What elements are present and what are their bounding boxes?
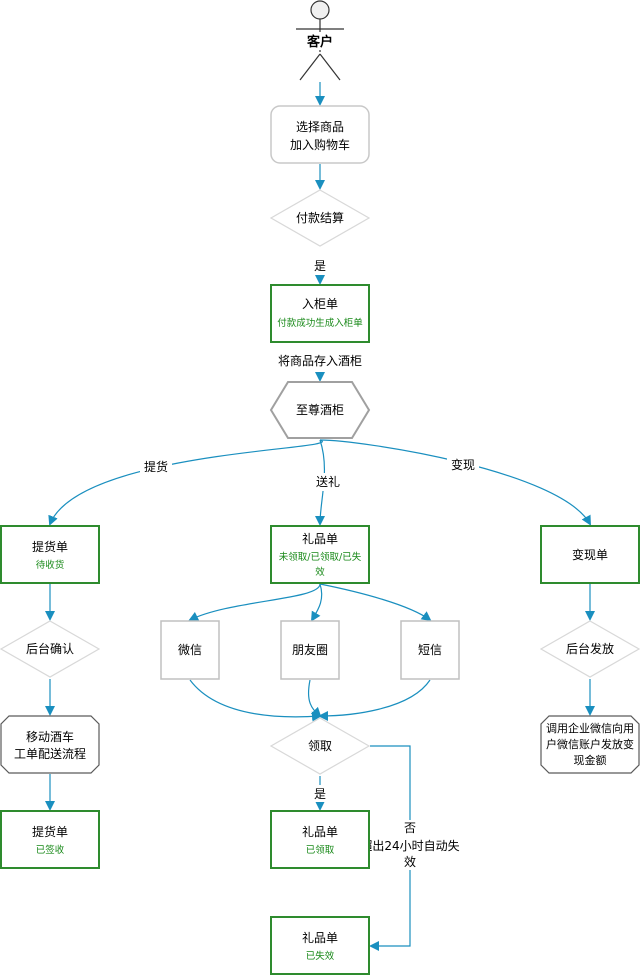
pickup-order-sub: 待收货 <box>36 559 65 571</box>
enterprise-pay-line1: 调用企业微信向用 <box>546 721 634 735</box>
node-mobile-delivery[interactable]: 移动酒车 工单配送流程 <box>0 715 100 774</box>
yes-pay-label: 是 <box>314 259 326 273</box>
edge-gift-to-wechat <box>188 583 321 621</box>
node-moments[interactable]: 朋友圈 <box>280 620 340 680</box>
store-label-bg <box>276 352 364 370</box>
yes-pay-bg <box>310 257 330 274</box>
pickup-label-bg <box>140 458 172 476</box>
mobile-delivery-line1: 移动酒车 <box>26 729 74 744</box>
node-sms[interactable]: 短信 <box>400 620 460 680</box>
cashout-label-bg <box>447 456 479 474</box>
node-pickup-signed[interactable]: 提货单 已签收 <box>0 810 100 869</box>
no-claim-line1: 否 <box>404 821 416 835</box>
yes-claim-label: 是 <box>314 787 326 801</box>
cashout-order-title: 变现单 <box>572 547 608 562</box>
moments-label: 朋友圈 <box>292 643 328 657</box>
gift-claimed-title: 礼品单 <box>302 824 338 839</box>
gift-order-title: 礼品单 <box>302 531 338 546</box>
cabinet-order-sub: 付款成功生成入柜单 <box>277 317 363 329</box>
edge-gift-to-sms <box>319 583 432 622</box>
node-cabinet-order[interactable]: 入柜单 付款成功生成入柜单 <box>270 284 370 343</box>
actor-head <box>310 0 330 20</box>
pickup-order-title: 提货单 <box>32 539 68 554</box>
edge-cabinet-to-cashout <box>319 439 591 526</box>
send-gift-edge-label: 送礼 <box>316 474 340 489</box>
no-claim-line2: 超出24小时自动失 <box>360 838 459 853</box>
gift-expired-sub: 已失效 <box>306 950 335 962</box>
gift-order-sub2: 效 <box>315 566 325 578</box>
payment-label: 付款结算 <box>296 210 344 225</box>
mobile-delivery-line2: 工单配送流程 <box>14 746 86 761</box>
cash-out-edge-label: 变现 <box>451 457 475 472</box>
actor-leg-left <box>299 53 321 81</box>
edge-gift-to-moments <box>310 583 323 622</box>
actor-leg-right <box>319 53 341 81</box>
pickup-edge-label: 提货 <box>144 459 168 474</box>
node-gift-expired[interactable]: 礼品单 已失效 <box>270 916 370 975</box>
node-supreme-cabinet[interactable]: 至尊酒柜 <box>269 381 371 439</box>
no-claim-label-bg <box>362 820 460 870</box>
node-enterprise-pay[interactable]: 调用企业微信向用 户微信账户发放变 现金额 <box>540 715 640 774</box>
gift-claimed-sub: 已领取 <box>306 844 335 856</box>
select-goods-line2: 加入购物车 <box>290 137 350 152</box>
node-claim-decision[interactable]: 领取 <box>269 717 371 775</box>
actor-label: 客户 <box>307 34 333 50</box>
wechat-label: 微信 <box>178 643 202 657</box>
sms-label: 短信 <box>418 643 442 657</box>
node-gift-order[interactable]: 礼品单 未领取/已领取/已失 效 <box>270 525 370 584</box>
node-backend-issue[interactable]: 后台发放 <box>539 620 640 678</box>
edge-sms-to-claim <box>318 679 431 721</box>
supreme-cabinet-label: 至尊酒柜 <box>296 402 344 417</box>
actor-customer: 客户 <box>296 0 344 81</box>
no-claim-line3: 效 <box>404 854 416 869</box>
node-payment-decision[interactable]: 付款结算 <box>269 189 371 247</box>
edge-cabinet-to-pickup <box>48 439 323 526</box>
gift-label-bg <box>310 473 346 491</box>
edge-moments-to-claim <box>308 679 322 718</box>
node-select-goods[interactable]: 选择商品 加入购物车 <box>270 105 370 164</box>
node-wechat[interactable]: 微信 <box>160 620 220 680</box>
backend-confirm-label: 后台确认 <box>26 641 74 656</box>
node-cashout-order[interactable]: 变现单 <box>540 525 640 584</box>
backend-issue-label: 后台发放 <box>566 641 614 656</box>
yes-claim-bg <box>310 785 330 802</box>
node-gift-claimed[interactable]: 礼品单 已领取 <box>270 810 370 869</box>
claim-label: 领取 <box>308 739 332 753</box>
enterprise-pay-line3: 现金额 <box>574 753 607 767</box>
actor-label-bg <box>302 32 338 50</box>
gift-order-sub1: 未领取/已领取/已失 <box>279 551 362 563</box>
node-pickup-order[interactable]: 提货单 待收货 <box>0 525 100 584</box>
cabinet-order-title: 入柜单 <box>302 297 338 311</box>
pickup-signed-title: 提货单 <box>32 824 68 839</box>
select-goods-line1: 选择商品 <box>296 119 344 134</box>
gift-expired-title: 礼品单 <box>302 930 338 945</box>
store-in-cabinet-label: 将商品存入酒柜 <box>278 353 362 368</box>
enterprise-pay-line2: 户微信账户发放变 <box>546 737 634 751</box>
node-backend-confirm[interactable]: 后台确认 <box>0 620 101 678</box>
pickup-signed-sub: 已签收 <box>36 844 65 856</box>
edge-wechat-to-claim <box>189 679 322 722</box>
